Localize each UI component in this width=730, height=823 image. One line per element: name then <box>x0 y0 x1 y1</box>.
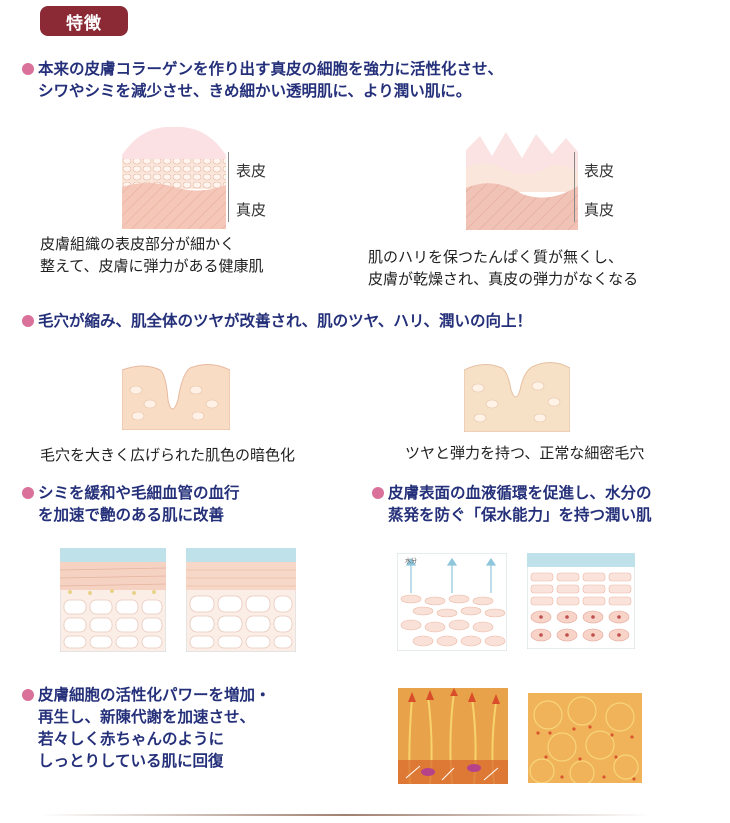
heading-line: 蒸発を防ぐ「保水能力」を持つ潤い肌 <box>388 505 652 524</box>
heading-line: 皮膚表面の血液循環を促進し、水分の <box>388 483 652 502</box>
dermis-label: 真皮 <box>236 201 267 219</box>
section1-line1: 本来の皮膚コラーゲンを作り出す真皮の細胞を強力に活性化させ、 <box>38 59 504 78</box>
heading-line: を加速で艶のある肌に改善 <box>38 505 225 524</box>
caption-line: 皮膚が乾燥され、真皮の弾力がなくなる <box>368 270 639 288</box>
healthy-skin-caption: 皮膚組織の表皮部分が細かく 整えて、皮膚に弾力がある健康肌 <box>40 233 264 277</box>
aged-skin-diagram <box>466 128 578 230</box>
normal-pore-caption: ツヤと弾力を持つ、正常な細密毛穴 <box>405 444 645 462</box>
water-retention-diagram-after <box>527 553 635 649</box>
heading-line: 若々しく赤ちゃんのように <box>38 729 225 748</box>
dermis-label: 真皮 <box>584 201 615 219</box>
caption-line: 皮膚組織の表皮部分が細かく <box>40 235 236 253</box>
section3-left-heading: シミを緩和や毛細血管の血行 を加速で艶のある肌に改善 <box>22 482 342 526</box>
epidermis-label: 表皮 <box>236 162 267 180</box>
heading-line: 皮膚細胞の活性化パワーを増加・ <box>38 685 271 704</box>
bullet-dot-icon <box>22 487 34 499</box>
skin-cross-section-before <box>60 548 166 652</box>
section1-heading: 本来の皮膚コラーゲンを作り出す真皮の細胞を強力に活性化させ、 シワやシミを減少さ… <box>22 58 722 102</box>
enlarged-pore-caption: 毛穴を大きく広げられた肌色の暗色化 <box>40 446 296 464</box>
normal-pore-diagram <box>464 358 570 432</box>
cell-activation-diagram-before <box>398 688 508 784</box>
bullet-dot-icon <box>22 63 34 75</box>
caption-line: 肌のハリを保つたんぱく質が無くし、 <box>368 248 624 266</box>
healthy-skin-diagram <box>122 125 226 229</box>
layer-divider <box>574 152 575 222</box>
section2-heading: 毛穴が縮み、肌全体のツヤが改善され、肌のツヤ、ハリ、潤いの向上！ <box>22 310 722 332</box>
bottom-divider <box>40 814 650 816</box>
section1-line2: シワやシミを減少させ、きめ細かい透明肌に、より潤い肌に。 <box>38 81 472 100</box>
epidermis-label: 表皮 <box>584 162 615 180</box>
water-retention-diagram-before: 水分 <box>397 553 507 651</box>
caption-line: 整えて、皮膚に弾力がある健康肌 <box>40 257 264 275</box>
bullet-dot-icon <box>22 689 34 701</box>
enlarged-pore-diagram <box>122 360 230 430</box>
heading-line: シミを緩和や毛細血管の血行 <box>38 483 240 502</box>
section4-heading: 皮膚細胞の活性化パワーを増加・ 再生し、新陳代謝を加速させ、 若々しく赤ちゃんの… <box>22 684 342 772</box>
aged-skin-caption: 肌のハリを保つたんぱく質が無くし、 皮膚が乾燥され、真皮の弾力がなくなる <box>368 246 638 290</box>
layer-divider <box>228 152 229 222</box>
heading-line: 再生し、新陳代謝を加速させ、 <box>38 707 256 726</box>
heading-line: しっとりしている肌に回復 <box>38 751 224 770</box>
bullet-dot-icon <box>372 487 384 499</box>
cell-activation-diagram-after <box>528 693 642 783</box>
bullet-dot-icon <box>22 315 34 327</box>
skin-cross-section-after <box>186 548 296 652</box>
section-badge: 特徴 <box>40 6 128 36</box>
water-label: 水分 <box>405 557 417 565</box>
section2-heading-text: 毛穴が縮み、肌全体のツヤが改善され、肌のツヤ、ハリ、潤いの向上！ <box>38 311 532 330</box>
section3-right-heading: 皮膚表面の血液循環を促進し、水分の 蒸発を防ぐ「保水能力」を持つ潤い肌 <box>372 482 722 526</box>
